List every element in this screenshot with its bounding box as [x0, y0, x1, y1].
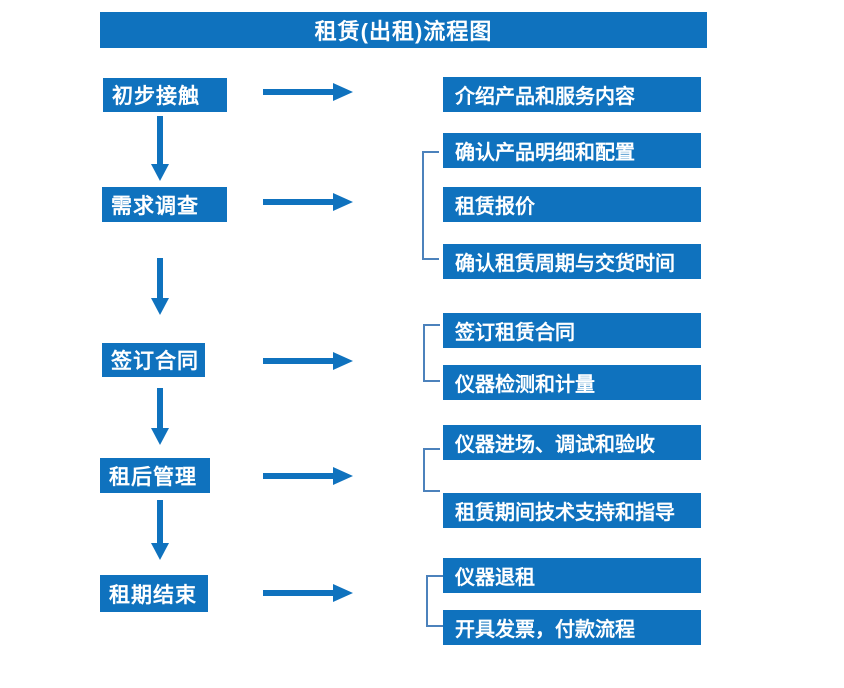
right-arrow-5	[263, 590, 333, 596]
step-box-rental-end: 租期结束	[100, 575, 208, 612]
bracket-connector-post-rental	[423, 448, 440, 492]
right-arrow-1	[263, 89, 333, 95]
down-arrow-2	[157, 258, 163, 298]
detail-box-instrument-testing: 仪器检测和计量	[443, 365, 701, 400]
detail-box-confirm-product-config: 确认产品明细和配置	[443, 133, 701, 168]
detail-box-introduce-products: 介绍产品和服务内容	[443, 77, 701, 112]
title-banner: 租赁(出租)流程图	[100, 12, 707, 48]
step-box-initial-contact: 初步接触	[103, 78, 227, 112]
detail-box-rental-quotation: 租赁报价	[443, 187, 701, 222]
detail-box-sign-rental-contract: 签订租赁合同	[443, 313, 701, 348]
page-title: 租赁(出租)流程图	[314, 19, 493, 44]
detail-box-confirm-period-delivery: 确认租赁周期与交货时间	[443, 244, 701, 279]
right-arrow-2	[263, 199, 333, 205]
down-arrow-4	[157, 500, 163, 543]
down-arrow-3	[157, 388, 163, 428]
detail-box-instrument-return: 仪器退租	[443, 558, 701, 593]
step-box-post-rental-management: 租后管理	[100, 458, 210, 493]
bracket-connector-rental-end	[426, 575, 443, 627]
right-arrow-4	[263, 473, 333, 479]
detail-box-instrument-setup-acceptance: 仪器进场、调试和验收	[443, 425, 701, 460]
step-box-demand-survey: 需求调查	[102, 187, 227, 222]
bracket-connector-sign-contract	[423, 324, 440, 382]
bracket-connector-demand-survey	[422, 151, 439, 260]
down-arrow-1	[157, 116, 163, 164]
detail-box-invoice-payment: 开具发票，付款流程	[443, 610, 701, 645]
step-box-sign-contract: 签订合同	[102, 343, 205, 377]
right-arrow-3	[263, 358, 333, 364]
detail-box-technical-support: 租赁期间技术支持和指导	[443, 493, 701, 528]
